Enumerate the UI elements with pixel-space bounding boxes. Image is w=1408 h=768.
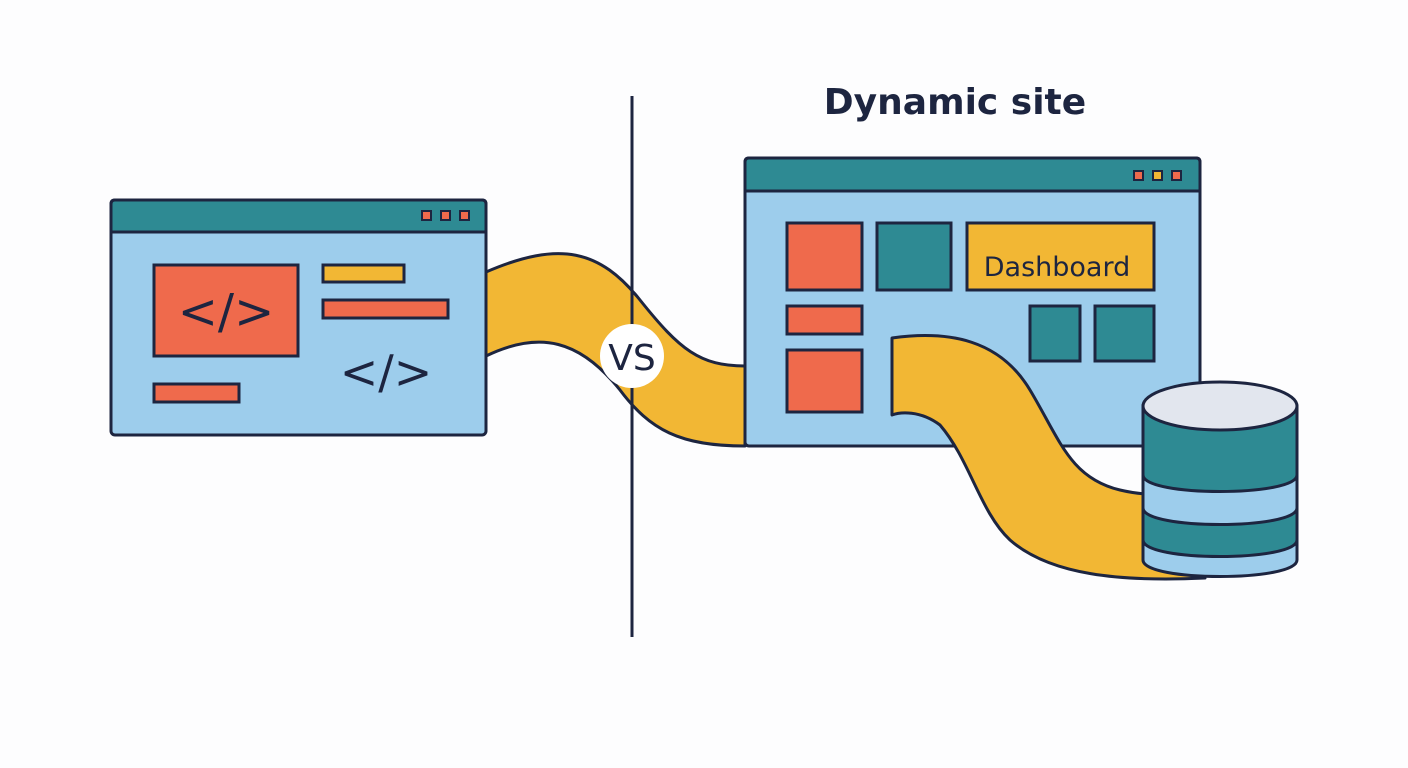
dynamic-site-window: Dashboard [743,156,1202,448]
diagram-title: Dynamic site [824,82,1086,123]
code-block-panel [152,263,300,358]
widget-red-square [785,348,864,414]
dashboard-banner [965,221,1156,292]
code-icon: </> [340,345,433,399]
static-site-window: </> </> [109,198,488,437]
text-line-red-short [152,382,241,404]
vs-label: VS [608,338,655,379]
dashboard-label: Dashboard [984,252,1130,283]
database-cylinder-icon [1141,380,1299,578]
widget-teal-small [1028,304,1082,363]
window-controls-icon [421,210,470,221]
widget-red [785,221,864,292]
static-window-titlebar [109,198,488,234]
window-controls-icon [1133,170,1182,181]
widget-teal-small [1093,304,1156,363]
code-icon: </> [178,284,275,340]
widget-red-bar [785,304,864,336]
text-line-red [321,298,450,320]
dynamic-window-titlebar [743,156,1202,193]
widget-teal [875,221,953,292]
vs-badge: VS [600,324,664,388]
text-line-yellow [321,263,406,284]
